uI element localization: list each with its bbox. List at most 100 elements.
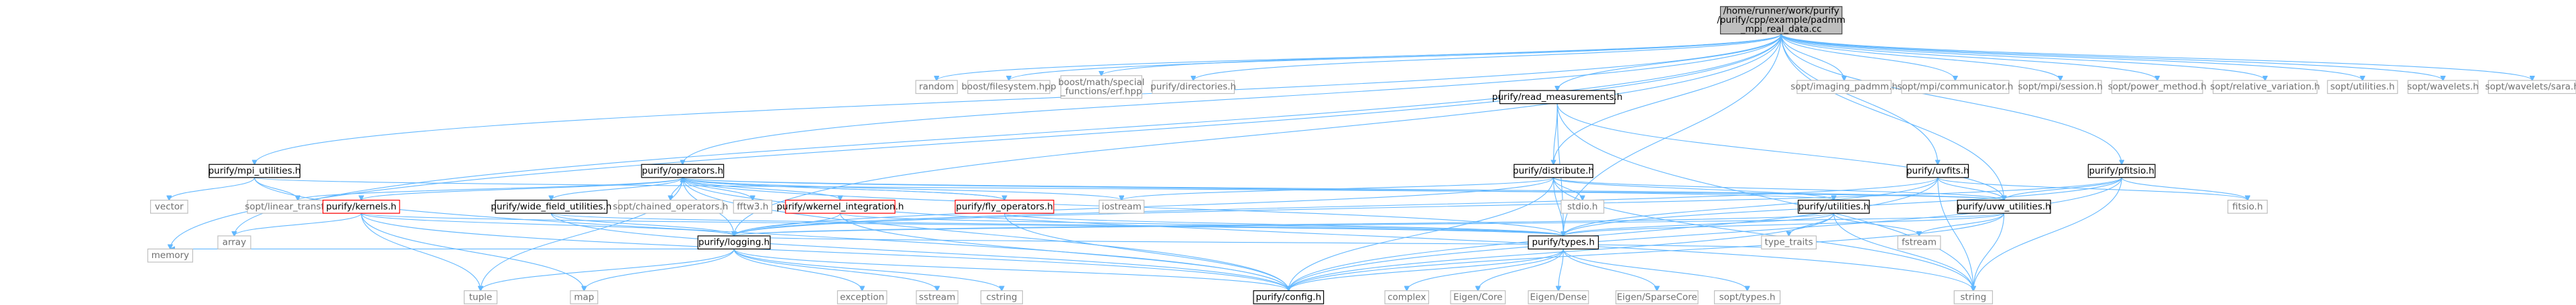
node-label: purify/utilities.h <box>1798 201 1869 212</box>
node-complex: complex <box>1384 290 1429 304</box>
edge-root-to-mpi_utilities <box>255 34 1782 165</box>
node-box <box>1450 290 1506 304</box>
node-label: sopt/mpi/session.h <box>2018 82 2103 93</box>
node-exception: exception <box>837 290 887 304</box>
node-box <box>1099 199 1145 214</box>
node-sstream: sstream <box>916 290 959 304</box>
edge-mpi_utilities-to-linear_transform <box>254 177 298 200</box>
node-label: boost/filesystem.hpp <box>961 82 1056 93</box>
node-box <box>1720 6 1843 35</box>
node-box <box>322 199 400 214</box>
node-box <box>967 80 1050 95</box>
node-wkernel[interactable]: purify/wkernel_integration.h <box>777 199 904 214</box>
node-iostream: iostream <box>1099 199 1145 214</box>
node-config[interactable]: purify/config.h <box>1253 290 1325 304</box>
node-types[interactable]: purify/types.h <box>1528 235 1599 250</box>
node-label: random <box>919 82 954 93</box>
edge-pfitsio-to-fitsio <box>2121 177 2248 200</box>
node-mpi_comm: sopt/mpi/communicator.h <box>1897 80 2013 95</box>
edge-root-to-boost_erf <box>1101 34 1782 76</box>
node-box <box>1953 290 1994 304</box>
node-label: sopt/mpi/communicator.h <box>1897 82 2013 93</box>
node-power_method: sopt/power_method.h <box>2108 80 2207 95</box>
edge-mpi_utilities-to-vector <box>169 177 255 200</box>
node-box <box>2327 80 2398 95</box>
node-relative_variation: sopt/relative_variation.h <box>2210 80 2320 95</box>
edge-root-to-power_method <box>1780 34 2157 80</box>
node-label: tuple <box>469 292 492 302</box>
node-label: purify/logging.h <box>698 237 770 248</box>
edge-types-to-complex <box>1407 249 1564 290</box>
node-random: random <box>915 80 958 95</box>
node-label: purify/read_measurements.h <box>1492 92 1623 103</box>
node-fly_ops[interactable]: purify/fly_operators.h <box>955 199 1054 214</box>
edge-uvfits-to-config <box>1288 177 1939 291</box>
node-label: map <box>574 292 594 302</box>
edge-distribute-to-iostream <box>1121 177 1554 200</box>
node-pfitsio[interactable]: purify/pfitsio.h <box>2087 164 2156 178</box>
node-box <box>1253 290 1325 304</box>
node-wide_field[interactable]: purify/wide_field_utilities.h <box>491 199 611 214</box>
edge-wkernel-to-logging <box>734 212 841 236</box>
node-uvfits[interactable]: purify/uvfits.h <box>1906 164 1969 178</box>
node-label: /purify/cpp/example/padmm <box>1717 15 1846 25</box>
node-vector: vector <box>149 199 188 214</box>
node-label: sopt/utilities.h <box>2330 82 2394 93</box>
node-root[interactable]: /home/runner/work/purify/purify/cpp/exam… <box>1717 6 1846 35</box>
node-imaging_padmm: sopt/imaging_padmm.h <box>1790 80 1898 95</box>
edge-pfitsio-to-uvw_utilities <box>2004 177 2122 200</box>
edge-root-to-boost_fs <box>1009 34 1782 80</box>
edge-pfitsio-to-string <box>1973 177 2122 291</box>
edge-read_meas-to-uvw_utilities <box>1556 103 2004 200</box>
node-mpi_utilities[interactable]: purify/mpi_utilities.h <box>208 164 301 178</box>
edge-uvw_utilities-to-types <box>1563 212 2005 236</box>
node-box <box>1797 199 1870 214</box>
node-label: stdio.h <box>1567 201 1598 212</box>
node-label: cstring <box>986 292 1017 302</box>
edge-root-to-directories <box>1193 34 1782 80</box>
node-box <box>463 290 498 304</box>
node-logging[interactable]: purify/logging.h <box>697 235 771 250</box>
edge-wkernel-to-types <box>839 212 1564 236</box>
node-label: purify/types.h <box>1532 237 1595 248</box>
node-label: sopt/imaging_padmm.h <box>1790 82 1898 93</box>
node-mpi_session: sopt/mpi/session.h <box>2018 80 2103 95</box>
node-box <box>2212 80 2318 95</box>
node-label: type_traits <box>1765 237 1813 248</box>
node-wavelets: sopt/wavelets.h <box>2407 80 2479 95</box>
node-box <box>915 80 958 95</box>
edge-operators-to-linear_transform <box>298 177 683 200</box>
edges-layer <box>169 34 2532 291</box>
edge-logging-to-sstream <box>733 249 937 290</box>
edge-uvfits-to-fitsio <box>1937 177 2248 200</box>
node-boost_erf: boost/math/special_functions/erf.hpp <box>1058 75 1144 99</box>
node-purify_utilities[interactable]: purify/utilities.h <box>1797 199 1870 214</box>
node-box <box>955 199 1054 214</box>
edge-logging-to-map <box>584 249 735 290</box>
node-distribute[interactable]: purify/distribute.h <box>1513 164 1594 178</box>
node-label: purify/mpi_utilities.h <box>208 166 301 176</box>
edge-purify_utilities-to-fstream <box>1833 212 1919 236</box>
edge-kernels-to-logging <box>361 212 734 236</box>
node-sopt_types: sopt/types.h <box>1714 290 1781 304</box>
node-box <box>641 164 725 178</box>
node-read_meas[interactable]: purify/read_measurements.h <box>1492 90 1623 105</box>
edge-root-to-read_meas <box>1557 34 1782 90</box>
node-uvw_utilities[interactable]: purify/uvw_utilities.h <box>1957 199 2051 214</box>
edge-operators-to-tuple <box>481 177 683 291</box>
edge-wide_field-to-config <box>550 213 1288 291</box>
node-label: purify/distribute.h <box>1513 166 1594 176</box>
edge-uvfits-to-string <box>1937 177 1973 291</box>
node-box <box>2087 164 2156 178</box>
edge-wide_field-to-types <box>550 212 1563 236</box>
nodes-layer: /home/runner/work/purify/purify/cpp/exam… <box>147 6 2576 304</box>
node-kernels[interactable]: purify/kernels.h <box>322 199 400 214</box>
edge-types-to-sopt_types <box>1562 249 1747 290</box>
node-box <box>1384 290 1429 304</box>
node-label: /home/runner/work/purify <box>1723 6 1839 17</box>
node-eigen_sparse: Eigen/SparseCore <box>1615 290 1699 304</box>
node-label: sopt/wavelets.h <box>2407 82 2479 93</box>
node-label: purify/uvfits.h <box>1906 166 1969 176</box>
node-operators[interactable]: purify/operators.h <box>641 164 725 178</box>
